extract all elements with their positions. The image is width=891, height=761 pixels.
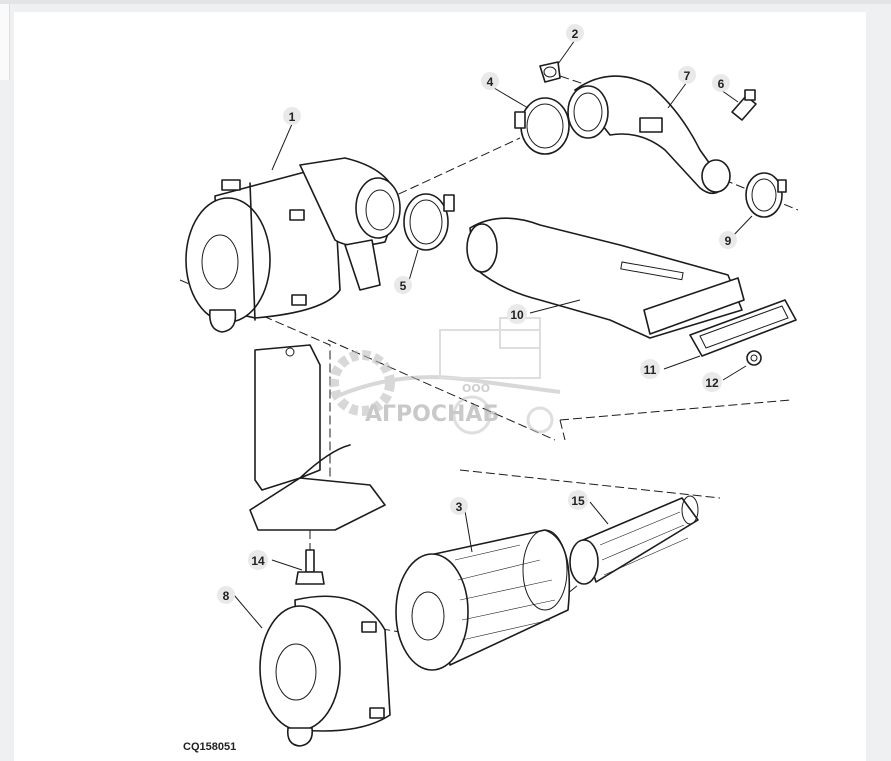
svg-text:6: 6 xyxy=(718,77,725,91)
hose-clamp-5 xyxy=(403,193,455,251)
secondary-filter-15 xyxy=(569,495,699,585)
svg-text:14: 14 xyxy=(251,554,265,568)
svg-text:4: 4 xyxy=(487,75,494,89)
watermark-small-text: ООО xyxy=(462,382,490,395)
svg-text:12: 12 xyxy=(705,376,719,390)
callout-15: 15 xyxy=(568,490,588,510)
svg-text:2: 2 xyxy=(572,27,579,41)
elbow-hose-7 xyxy=(567,75,731,195)
cap-2 xyxy=(539,61,561,83)
callout-2: 2 xyxy=(566,24,584,42)
hose-clamp-4 xyxy=(514,97,570,155)
figure-id: CQ158051 xyxy=(183,741,236,753)
watermark-brand-text: АГРОСНАБ xyxy=(365,402,499,427)
leader-lines xyxy=(233,39,753,629)
callout-4: 4 xyxy=(481,72,499,90)
callout-8: 8 xyxy=(217,586,235,604)
bolt-14 xyxy=(295,549,325,585)
svg-text:8: 8 xyxy=(223,589,230,603)
fitting-6 xyxy=(731,89,757,121)
callout-10: 10 xyxy=(507,304,527,324)
hose-clamp-9 xyxy=(745,172,787,218)
svg-text:15: 15 xyxy=(571,494,585,508)
intake-duct-10 xyxy=(466,217,745,339)
air-cleaner-assembly xyxy=(185,157,401,333)
callout-6: 6 xyxy=(712,74,730,92)
callout-1: 1 xyxy=(283,107,301,125)
svg-text:5: 5 xyxy=(400,279,407,293)
svg-text:11: 11 xyxy=(644,363,657,377)
gasket-11 xyxy=(689,299,797,357)
callout-5: 5 xyxy=(394,276,412,294)
watermark-logo: ООО АГРОСНАБ xyxy=(329,317,561,435)
callout-12: 12 xyxy=(702,372,722,392)
primary-filter-3 xyxy=(395,529,571,671)
callout-7: 7 xyxy=(678,66,696,84)
callout-9: 9 xyxy=(719,231,737,249)
svg-text:10: 10 xyxy=(510,308,524,322)
housing-cover-8 xyxy=(259,595,391,747)
callout-14: 14 xyxy=(248,550,268,570)
top-border xyxy=(0,0,891,4)
svg-text:9: 9 xyxy=(725,234,732,248)
svg-text:1: 1 xyxy=(289,110,296,124)
callout-11: 11 xyxy=(640,359,660,379)
svg-text:7: 7 xyxy=(684,69,691,83)
mounting-bracket xyxy=(249,344,386,531)
nut-12 xyxy=(746,350,762,366)
callout-3: 3 xyxy=(450,497,468,515)
left-panel-edge xyxy=(0,4,10,80)
svg-text:3: 3 xyxy=(456,500,463,514)
